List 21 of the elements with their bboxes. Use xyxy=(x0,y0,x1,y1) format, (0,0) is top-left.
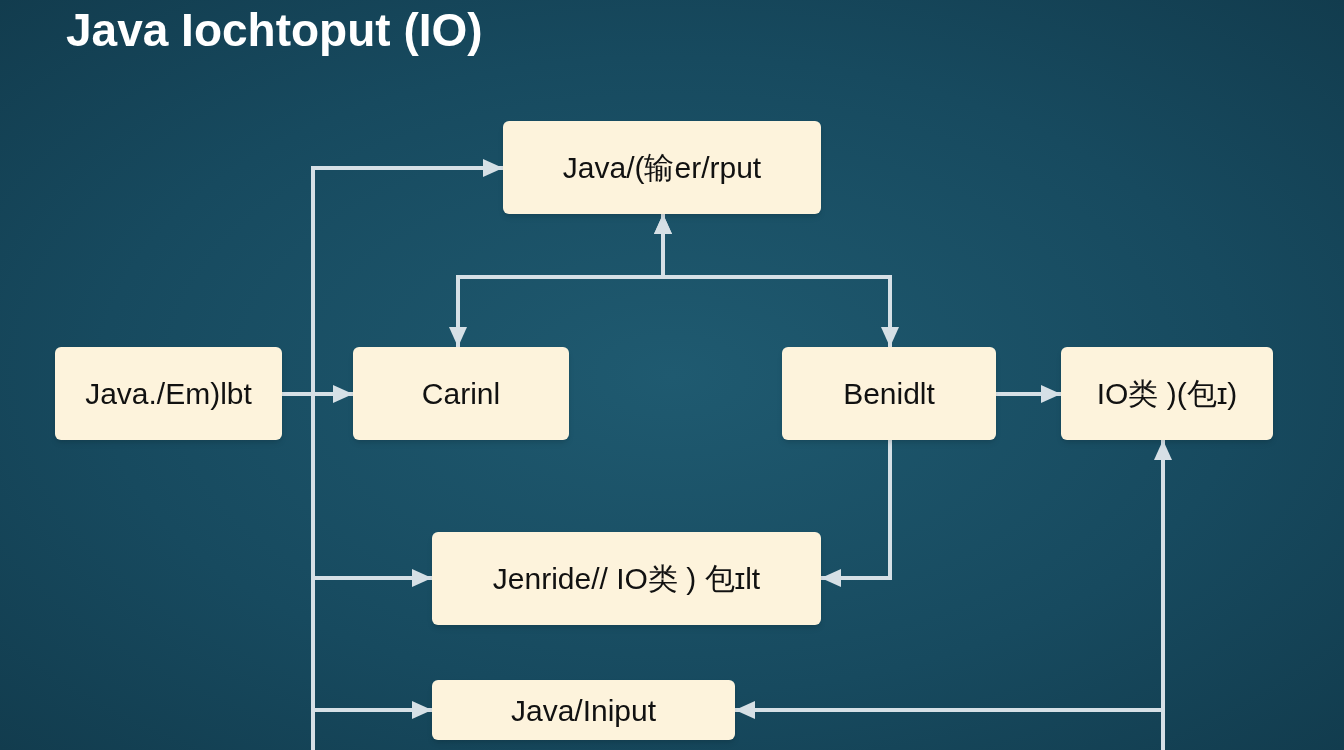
process-box xyxy=(55,347,282,440)
box-label: Java/(输er/rput xyxy=(562,150,762,186)
box-label: Carinl xyxy=(421,376,501,412)
process-box xyxy=(1061,347,1273,440)
arrow xyxy=(735,701,1163,719)
box-label: Java/Iniput xyxy=(510,692,657,729)
arrow xyxy=(996,385,1061,403)
process-box xyxy=(503,121,821,214)
box-label: Jenride// IO类 ) 包ɪlt xyxy=(492,561,761,597)
arrow xyxy=(311,701,432,750)
process-box xyxy=(353,347,569,440)
box-label: Java./Em)lbt xyxy=(85,376,252,412)
box-label: Benidlt xyxy=(843,376,935,412)
title: Java Iochtoput (IO) xyxy=(66,3,483,58)
process-box xyxy=(432,680,735,740)
arrow xyxy=(821,440,892,587)
process-box xyxy=(432,532,821,625)
process-box xyxy=(782,347,996,440)
arrow xyxy=(1154,440,1172,750)
box-label: IO类 )(包ɪ) xyxy=(1096,376,1238,412)
arrow xyxy=(282,385,353,403)
